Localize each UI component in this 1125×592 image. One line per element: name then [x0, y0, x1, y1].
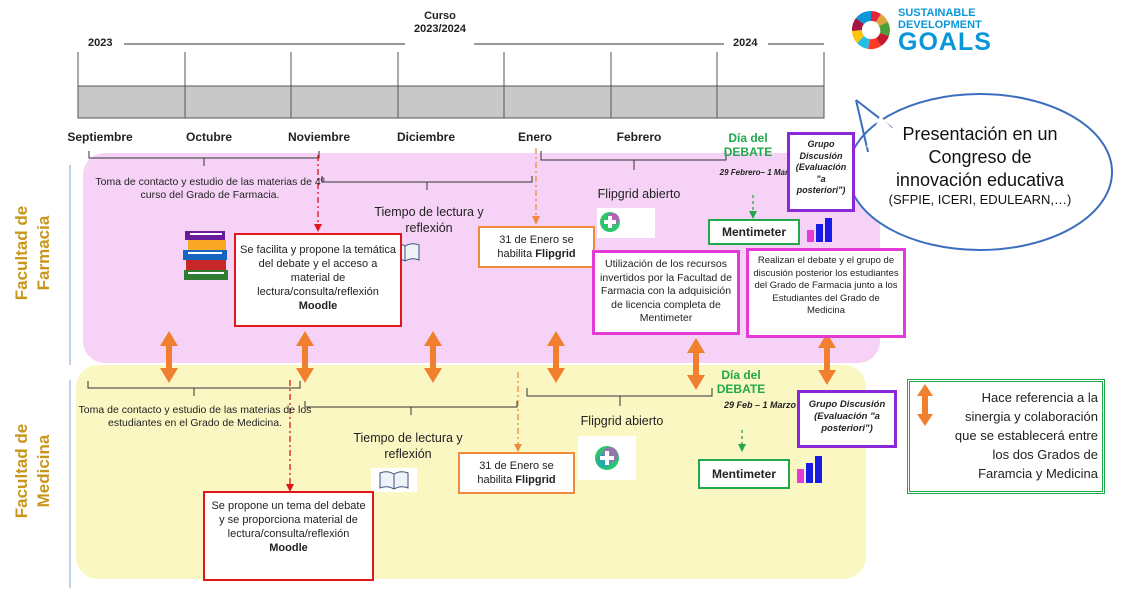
book-stack-icon — [180, 226, 232, 286]
bubble-line3: innovación educativa — [895, 170, 1065, 190]
month-label: Diciembre — [396, 130, 456, 144]
medicina-flipgrid-bold: Flipgrid — [515, 474, 556, 486]
farmacia-moodle-box: Se facilita y propone la temática del de… — [234, 233, 402, 327]
mentimeter-chart-icon — [795, 453, 825, 485]
sdg-line1: SUSTAINABLE — [898, 7, 976, 19]
sdg-logo: SUSTAINABLE DEVELOPMENT GOALS — [850, 5, 995, 55]
month-label: Noviembre — [287, 130, 351, 144]
farmacia-group-sub: (Evaluación "a posteriori") — [795, 162, 847, 195]
medicina-side-label: Facultad de Medicina — [12, 423, 53, 519]
sdg-line3: GOALS — [898, 28, 992, 56]
medicina-flipgrid-date: 31 de Enero se habilita — [477, 460, 554, 486]
farmacia-side-label: Facultad de Farmacia — [12, 205, 53, 301]
legend-box: Hace referencia a la sinergia y colabora… — [907, 379, 1105, 494]
medicina-flipgrid-box: 31 de Enero se habilita Flipgrid — [458, 452, 575, 494]
legend-text: Hace referencia a la sinergia y colabora… — [954, 390, 1098, 481]
farmacia-debate-date: 29 Febrero– 1 Marzo — [719, 168, 797, 177]
month-label: Enero — [517, 130, 552, 144]
open-book-icon — [371, 468, 417, 492]
farmacia-mentimeter-box: Mentimeter — [708, 219, 800, 245]
farmacia-debate-desc: Realizan el debate y el grupo de discusi… — [753, 255, 899, 316]
farmacia-reading-time: Tiempo de lectura y reflexión — [374, 205, 484, 235]
farmacia-intro: Toma de contacto y estudio de las materi… — [95, 176, 325, 201]
medicina-intro: Toma de contacto y estudio de las materi… — [78, 404, 312, 429]
sdg-line2: DEVELOPMENT — [898, 19, 982, 31]
medicina-mentimeter-box: Mentimeter — [698, 459, 790, 489]
flipgrid-icon — [578, 436, 636, 480]
month-label: Febrero — [616, 130, 662, 144]
farmacia-moodle-bold: Moodle — [298, 300, 338, 312]
medicina-mentimeter-label: Mentimeter — [711, 467, 776, 481]
medicina-group-box: Grupo Discusión (Evaluación "a posterior… — [797, 390, 897, 448]
farmacia-flipgrid-box: 31 de Enero se habilita Flipgrid — [478, 226, 595, 268]
year-start: 2023 — [88, 37, 113, 49]
mentimeter-chart-icon — [805, 216, 835, 244]
medicina-debate-date: 29 Feb – 1 Marzo — [723, 400, 796, 410]
farmacia-flipgrid-open: Flipgrid abierto — [597, 187, 681, 201]
farmacia-mentimeter-resources: Utilización de los recursos invertidos p… — [600, 258, 732, 324]
farmacia-flipgrid-date: 31 de Enero se habilita — [497, 234, 574, 260]
flipgrid-icon — [597, 208, 655, 238]
farmacia-group-title: Grupo Discusión — [799, 139, 843, 161]
year-end: 2024 — [733, 37, 758, 49]
medicina-moodle-box: Se propone un tema del debate y se propo… — [203, 491, 374, 581]
medicina-group-sub: (Evaluación "a posteriori") — [814, 411, 880, 434]
sdg-wheel-icon — [851, 10, 890, 50]
congress-bubble: Presentación en un Congreso de innovació… — [855, 123, 1105, 208]
bubble-line1: Presentación en un — [902, 124, 1058, 144]
medicina-flipgrid-open: Flipgrid abierto — [580, 414, 664, 428]
farmacia-flipgrid-bold: Flipgrid — [535, 248, 576, 260]
farmacia-debate-desc-box: Realizan el debate y el grupo de discusi… — [746, 248, 906, 338]
month-label: Septiembre — [67, 130, 133, 144]
course-label: Curso 2023/2024 — [414, 10, 466, 35]
medicina-moodle-text: Se propone un tema del debate y se propo… — [211, 500, 366, 540]
farmacia-moodle-text: Se facilita y propone la temática del de… — [240, 244, 396, 298]
debate-day-label: Día del DEBATE — [723, 131, 773, 159]
timeline-ruler — [77, 52, 825, 119]
month-label: Octubre — [185, 130, 232, 144]
farmacia-mentimeter-label: Mentimeter — [721, 225, 786, 239]
farmacia-group-box: Grupo Discusión (Evaluación "a posterior… — [787, 132, 855, 212]
farmacia-mentimeter-resources-box: Utilización de los recursos invertidos p… — [592, 250, 740, 335]
medicina-reading-time: Tiempo de lectura y reflexión — [353, 431, 463, 461]
medicina-moodle-bold: Moodle — [269, 542, 308, 554]
medicina-group-title: Grupo Discusión — [808, 399, 886, 410]
bubble-line2: Congreso de — [928, 147, 1032, 167]
bubble-line4: (SFPIE, ICERI, EDULEARN,…) — [888, 192, 1072, 207]
medicina-debate-day: Día del DEBATE — [716, 368, 766, 396]
